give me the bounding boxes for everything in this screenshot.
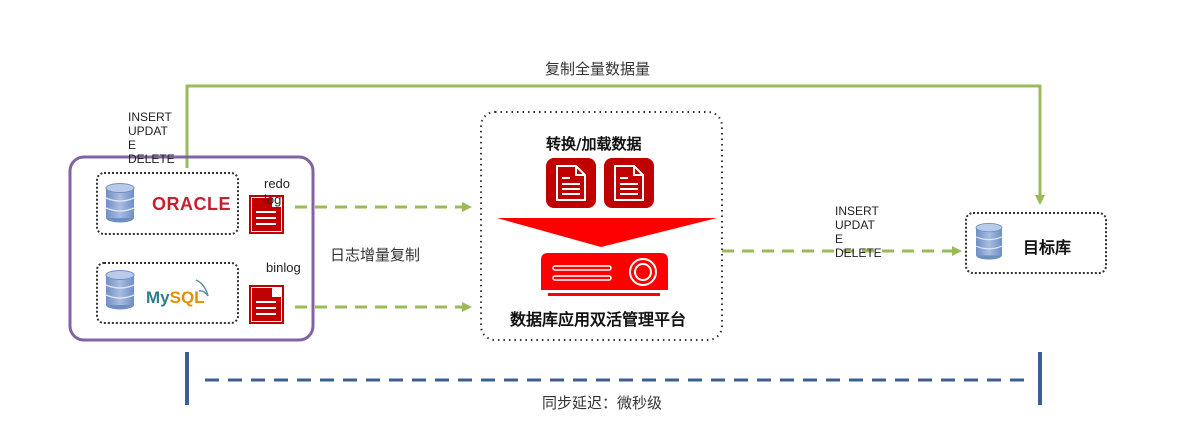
op-update-2: E (128, 138, 137, 152)
transform-load-title: 转换/加载数据 (546, 135, 642, 153)
sync-latency-label: 同步延迟：微秒级 (542, 394, 663, 412)
oracle-source-box (96, 172, 239, 235)
log-text: log (264, 192, 282, 207)
op-insert: INSERT (128, 110, 172, 124)
op-delete: DELETE (835, 246, 882, 260)
platform-title: 数据库应用双活管理平台 (510, 310, 687, 329)
redo-log-doc-icon (249, 195, 284, 234)
oracle-logo: ORACLE (152, 194, 231, 214)
source-group-box (68, 155, 315, 342)
op-insert: INSERT (835, 204, 879, 218)
op-update-2: E (835, 232, 844, 246)
target-db-label: 目标库 (1023, 238, 1072, 257)
redo-text: redo (264, 176, 291, 191)
mysql-dolphin-icon (195, 279, 209, 297)
redo-log-label: redo log (264, 176, 290, 208)
mysql-source-box (96, 262, 239, 324)
sql-ops-right: INSERT UPDAT E DELETE (835, 204, 882, 260)
sql-ops-left: INSERT UPDAT E DELETE (128, 110, 175, 166)
mysql-logo-my: My (146, 288, 170, 307)
op-delete: DELETE (128, 152, 175, 166)
op-update-1: UPDAT (128, 124, 168, 138)
mysql-logo-sql: SQL (169, 288, 205, 307)
transform-doc-icon-2 (604, 158, 654, 208)
projector-icon (541, 253, 668, 296)
binlog-doc-icon (249, 285, 284, 324)
down-funnel-arrow (497, 218, 717, 247)
full-copy-arrow (185, 84, 1045, 205)
incremental-copy-label: 日志增量复制 (330, 246, 421, 264)
transform-doc-icon-1 (546, 158, 596, 208)
op-update-1: UPDAT (835, 218, 875, 232)
mysql-logo: MySQL (146, 288, 205, 308)
binlog-label: binlog (266, 260, 301, 275)
target-db-box (965, 212, 1107, 274)
full-copy-label: 复制全量数据量 (545, 60, 651, 78)
